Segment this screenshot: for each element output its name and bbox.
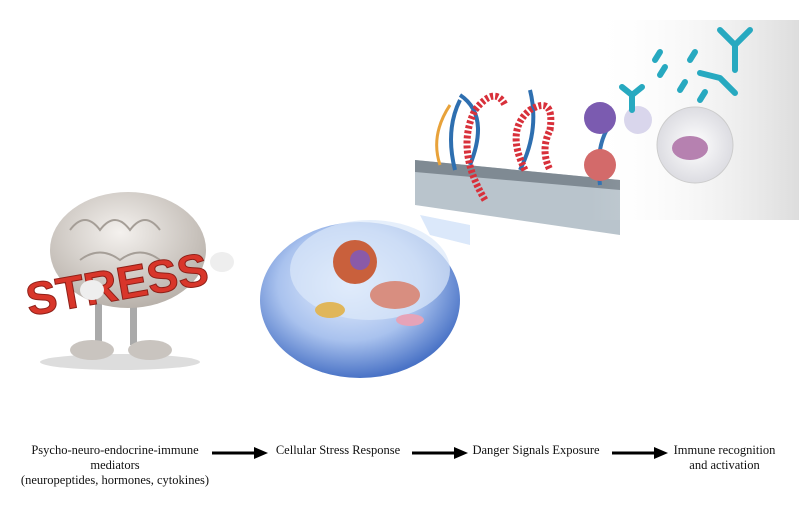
step-mediators-label: Psycho-neuro-endocrine-immune mediators … (10, 443, 220, 488)
illustration: STRESS (21, 20, 799, 378)
immune-cells (584, 20, 799, 220)
arrow-icon (612, 447, 668, 459)
step-immune-activation-line1: Immune recognition (673, 443, 776, 457)
cell (260, 215, 470, 378)
stressed-brain-character: STRESS (21, 192, 234, 370)
step-danger-signals-line1: Danger Signals Exposure (472, 443, 600, 457)
step-mediators-line1: Psycho-neuro-endocrine-immune (31, 443, 199, 457)
step-immune-activation-label: Immune recognition and activation (662, 443, 787, 473)
step-mediators-line2: mediators (90, 458, 140, 472)
step-cellular-stress-label: Cellular Stress Response (268, 443, 408, 458)
arrow-icon (412, 447, 468, 459)
cell-membrane (415, 89, 620, 235)
step-immune-activation-line2: and activation (689, 458, 760, 472)
antibodies (619, 27, 753, 113)
step-danger-signals-label: Danger Signals Exposure (466, 443, 606, 458)
step-cellular-stress-line1: Cellular Stress Response (275, 443, 401, 457)
arrow-icon (212, 447, 268, 459)
step-mediators-line3: (neuropeptides, hormones, cytokines) (20, 473, 210, 487)
